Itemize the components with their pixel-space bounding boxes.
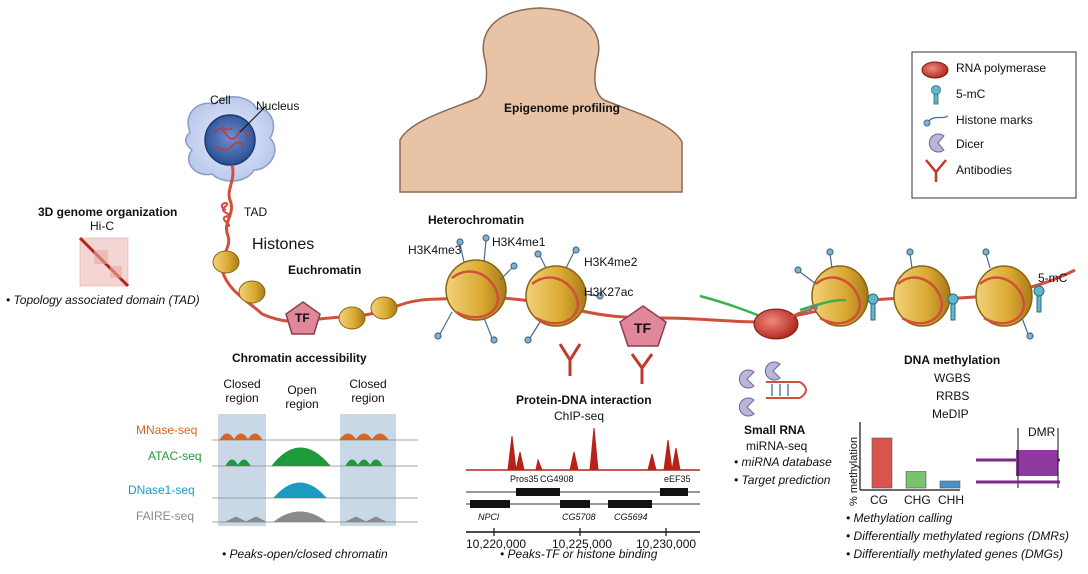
method-medip: MeDIP xyxy=(932,407,969,421)
large-nucleosomes xyxy=(445,259,1033,327)
accessibility-panel xyxy=(212,414,418,526)
heterochromatin-label: Heterochromatin xyxy=(428,213,525,227)
gene-cg5694: CG5694 xyxy=(614,512,648,522)
mark-h3k4me3: H3K4me3 xyxy=(408,243,462,257)
position-3: 10,230,000 xyxy=(636,537,697,551)
track-dnase: DNase1-seq xyxy=(128,483,195,497)
protein-dna-heading: Protein-DNA interaction xyxy=(516,393,652,407)
gene-pros35: Pros35 xyxy=(510,474,539,484)
small-rna-method: miRNA-seq xyxy=(746,439,808,453)
genome3d-method: Hi-C xyxy=(90,219,114,233)
bar-label-chh: CHH xyxy=(938,493,964,507)
mark-h3k4me2: H3K4me2 xyxy=(584,255,638,269)
tf-pentagon-1 xyxy=(285,301,321,335)
gene-cg4908: CG4908 xyxy=(540,474,574,484)
accessibility-note: • Peaks-open/closed chromatin xyxy=(222,547,388,561)
gene-eef35: eEF35 xyxy=(664,474,691,484)
gene-cg5708: CG5708 xyxy=(562,512,596,522)
chipseq-panel xyxy=(466,427,700,536)
position-1: 10,220,000 xyxy=(466,537,527,551)
accessibility-heading: Chromatin accessibility xyxy=(232,351,367,365)
legend-item-histone-marks: Histone marks xyxy=(956,113,1033,127)
tf-label-1: TF xyxy=(295,311,310,325)
closed-region-right: Closed region xyxy=(349,377,387,405)
gene-npcl: NPCl xyxy=(478,512,500,522)
mc-label: 5-mC xyxy=(1038,271,1068,285)
genome3d-heading: 3D genome organization xyxy=(38,205,178,219)
mark-h3k4me1: H3K4me1 xyxy=(492,235,546,249)
genome3d-note: • Topology associated domain (TAD) xyxy=(6,293,200,307)
track-atac: ATAC-seq xyxy=(148,449,202,463)
bar-label-cg: CG xyxy=(870,493,888,507)
bar-chg xyxy=(905,471,927,489)
bar-label-chg: CHG xyxy=(904,493,931,507)
nucleus-label: Nucleus xyxy=(256,99,300,113)
protein-dna-note: • Peaks-TF or histone binding xyxy=(500,547,658,561)
antibody-2 xyxy=(630,353,654,384)
legend-item-antibodies: Antibodies xyxy=(956,163,1013,177)
position-2: 10,225,000 xyxy=(552,537,613,551)
open-region: Open region xyxy=(285,383,319,411)
tf-label-2: TF xyxy=(634,320,652,336)
methylation-note-1: • Methylation calling xyxy=(846,511,953,525)
small-rna-heading: Small RNA xyxy=(744,423,806,437)
cell-label: Cell xyxy=(210,93,231,107)
small-rna-note-1: • miRNA database xyxy=(734,455,832,469)
human-silhouette xyxy=(399,7,683,193)
track-faire: FAIRE-seq xyxy=(136,509,195,523)
small-rna-hairpin xyxy=(738,361,807,417)
method-rrbs: RRBS xyxy=(936,389,970,403)
tad-label: TAD xyxy=(244,205,268,219)
rna-polymerase xyxy=(753,308,799,340)
methylation-note-3: • Differentially methylated genes (DMGs) xyxy=(846,547,1063,561)
nucleus xyxy=(204,114,256,166)
legend-item-5mc: 5-mC xyxy=(956,87,986,101)
bar-chh xyxy=(939,480,961,489)
dmr-plot xyxy=(976,428,1060,488)
mark-h3k27ac: H3K27ac xyxy=(584,285,634,299)
legend-item-dicer: Dicer xyxy=(956,137,985,151)
antibody-1 xyxy=(558,343,582,376)
chipseq-method: ChIP-seq xyxy=(554,409,605,423)
track-mnase: MNase-seq xyxy=(136,423,198,437)
legend-item-rna-polymerase: RNA polymerase xyxy=(956,61,1047,75)
hic-heatmap xyxy=(78,236,130,288)
tad-loops xyxy=(220,202,231,227)
tf-pentagon-2 xyxy=(619,305,667,347)
dmr-label: DMR xyxy=(1028,425,1056,439)
methylation-note-2: • Differentially methylated regions (DMR… xyxy=(846,529,1069,543)
methylation-ylabel: % methylation xyxy=(848,436,860,506)
histones-label: Histones xyxy=(252,236,315,253)
5mc-pins xyxy=(867,285,1045,321)
methylation-heading: DNA methylation xyxy=(904,353,1001,367)
methylation-bar-chart xyxy=(859,422,961,491)
small-rna-note-2: • Target prediction xyxy=(734,473,831,487)
method-wgbs: WGBS xyxy=(934,371,971,385)
page-title: Epigenome profiling xyxy=(504,101,620,115)
closed-region-left: Closed region xyxy=(223,377,261,405)
bar-cg xyxy=(871,437,893,489)
small-nucleosomes xyxy=(212,250,398,330)
euchromatin-label: Euchromatin xyxy=(288,263,362,277)
